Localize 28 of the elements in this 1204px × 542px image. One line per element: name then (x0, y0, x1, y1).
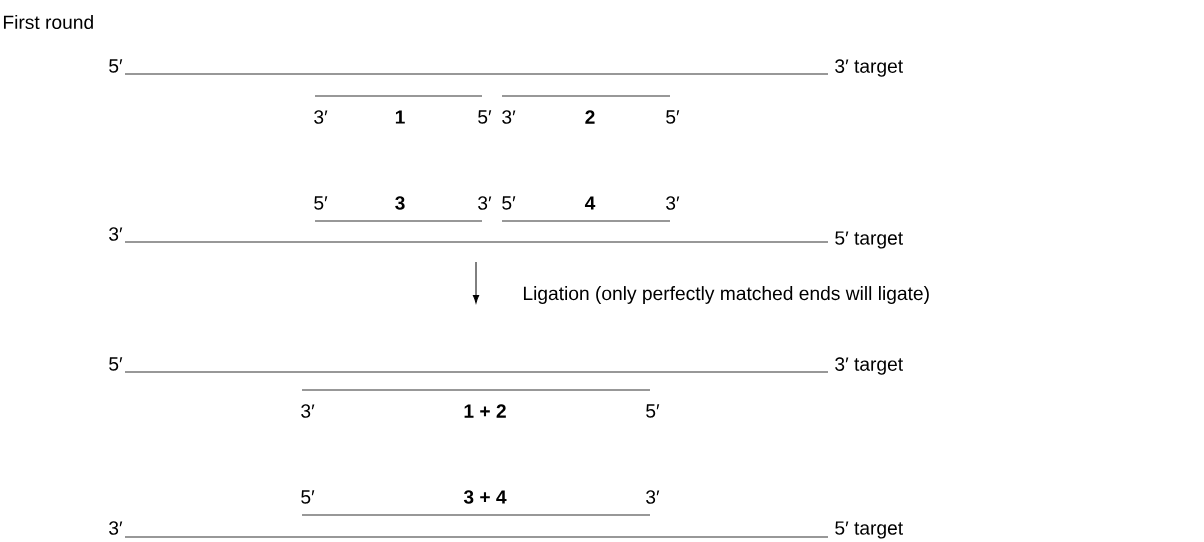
heading: First round (4, 14, 93, 30)
step-label: Ligation (only perfectly matched ends will ligate) (524, 286, 929, 304)
end-label: 5′ (109, 357, 123, 371)
end-label: 3′ (109, 227, 123, 241)
end-label: 5′ (109, 59, 123, 73)
end-label: 5′ (301, 490, 315, 504)
end-label: 3′ (646, 490, 660, 504)
segment-number: 1 + 2 (464, 404, 506, 418)
end-label: 5′ (478, 110, 492, 124)
end-label: 5′ (314, 196, 328, 210)
strand-label: 3′ target (835, 59, 903, 77)
end-label: 3′ (314, 110, 328, 124)
end-label: 3′ (502, 110, 516, 124)
end-label: 5′ (646, 404, 660, 418)
end-label: 3′ (301, 404, 315, 418)
end-label: 3′ (666, 196, 680, 210)
end-label: 3′ (478, 196, 492, 210)
segment-number: 3 + 4 (463, 490, 507, 504)
segment-number: 4 (584, 196, 596, 210)
strand-label: 5′ target (835, 231, 903, 249)
segment-number: 2 (585, 110, 595, 124)
end-label: 5′ (502, 196, 516, 210)
strand-label: 3′ target (835, 357, 903, 375)
strand-label: 5′ target (835, 521, 903, 539)
segment-number: 3 (395, 196, 405, 210)
end-label: 3′ (109, 521, 123, 535)
segment-number: 1 (395, 110, 405, 124)
end-label: 5′ (666, 110, 680, 124)
